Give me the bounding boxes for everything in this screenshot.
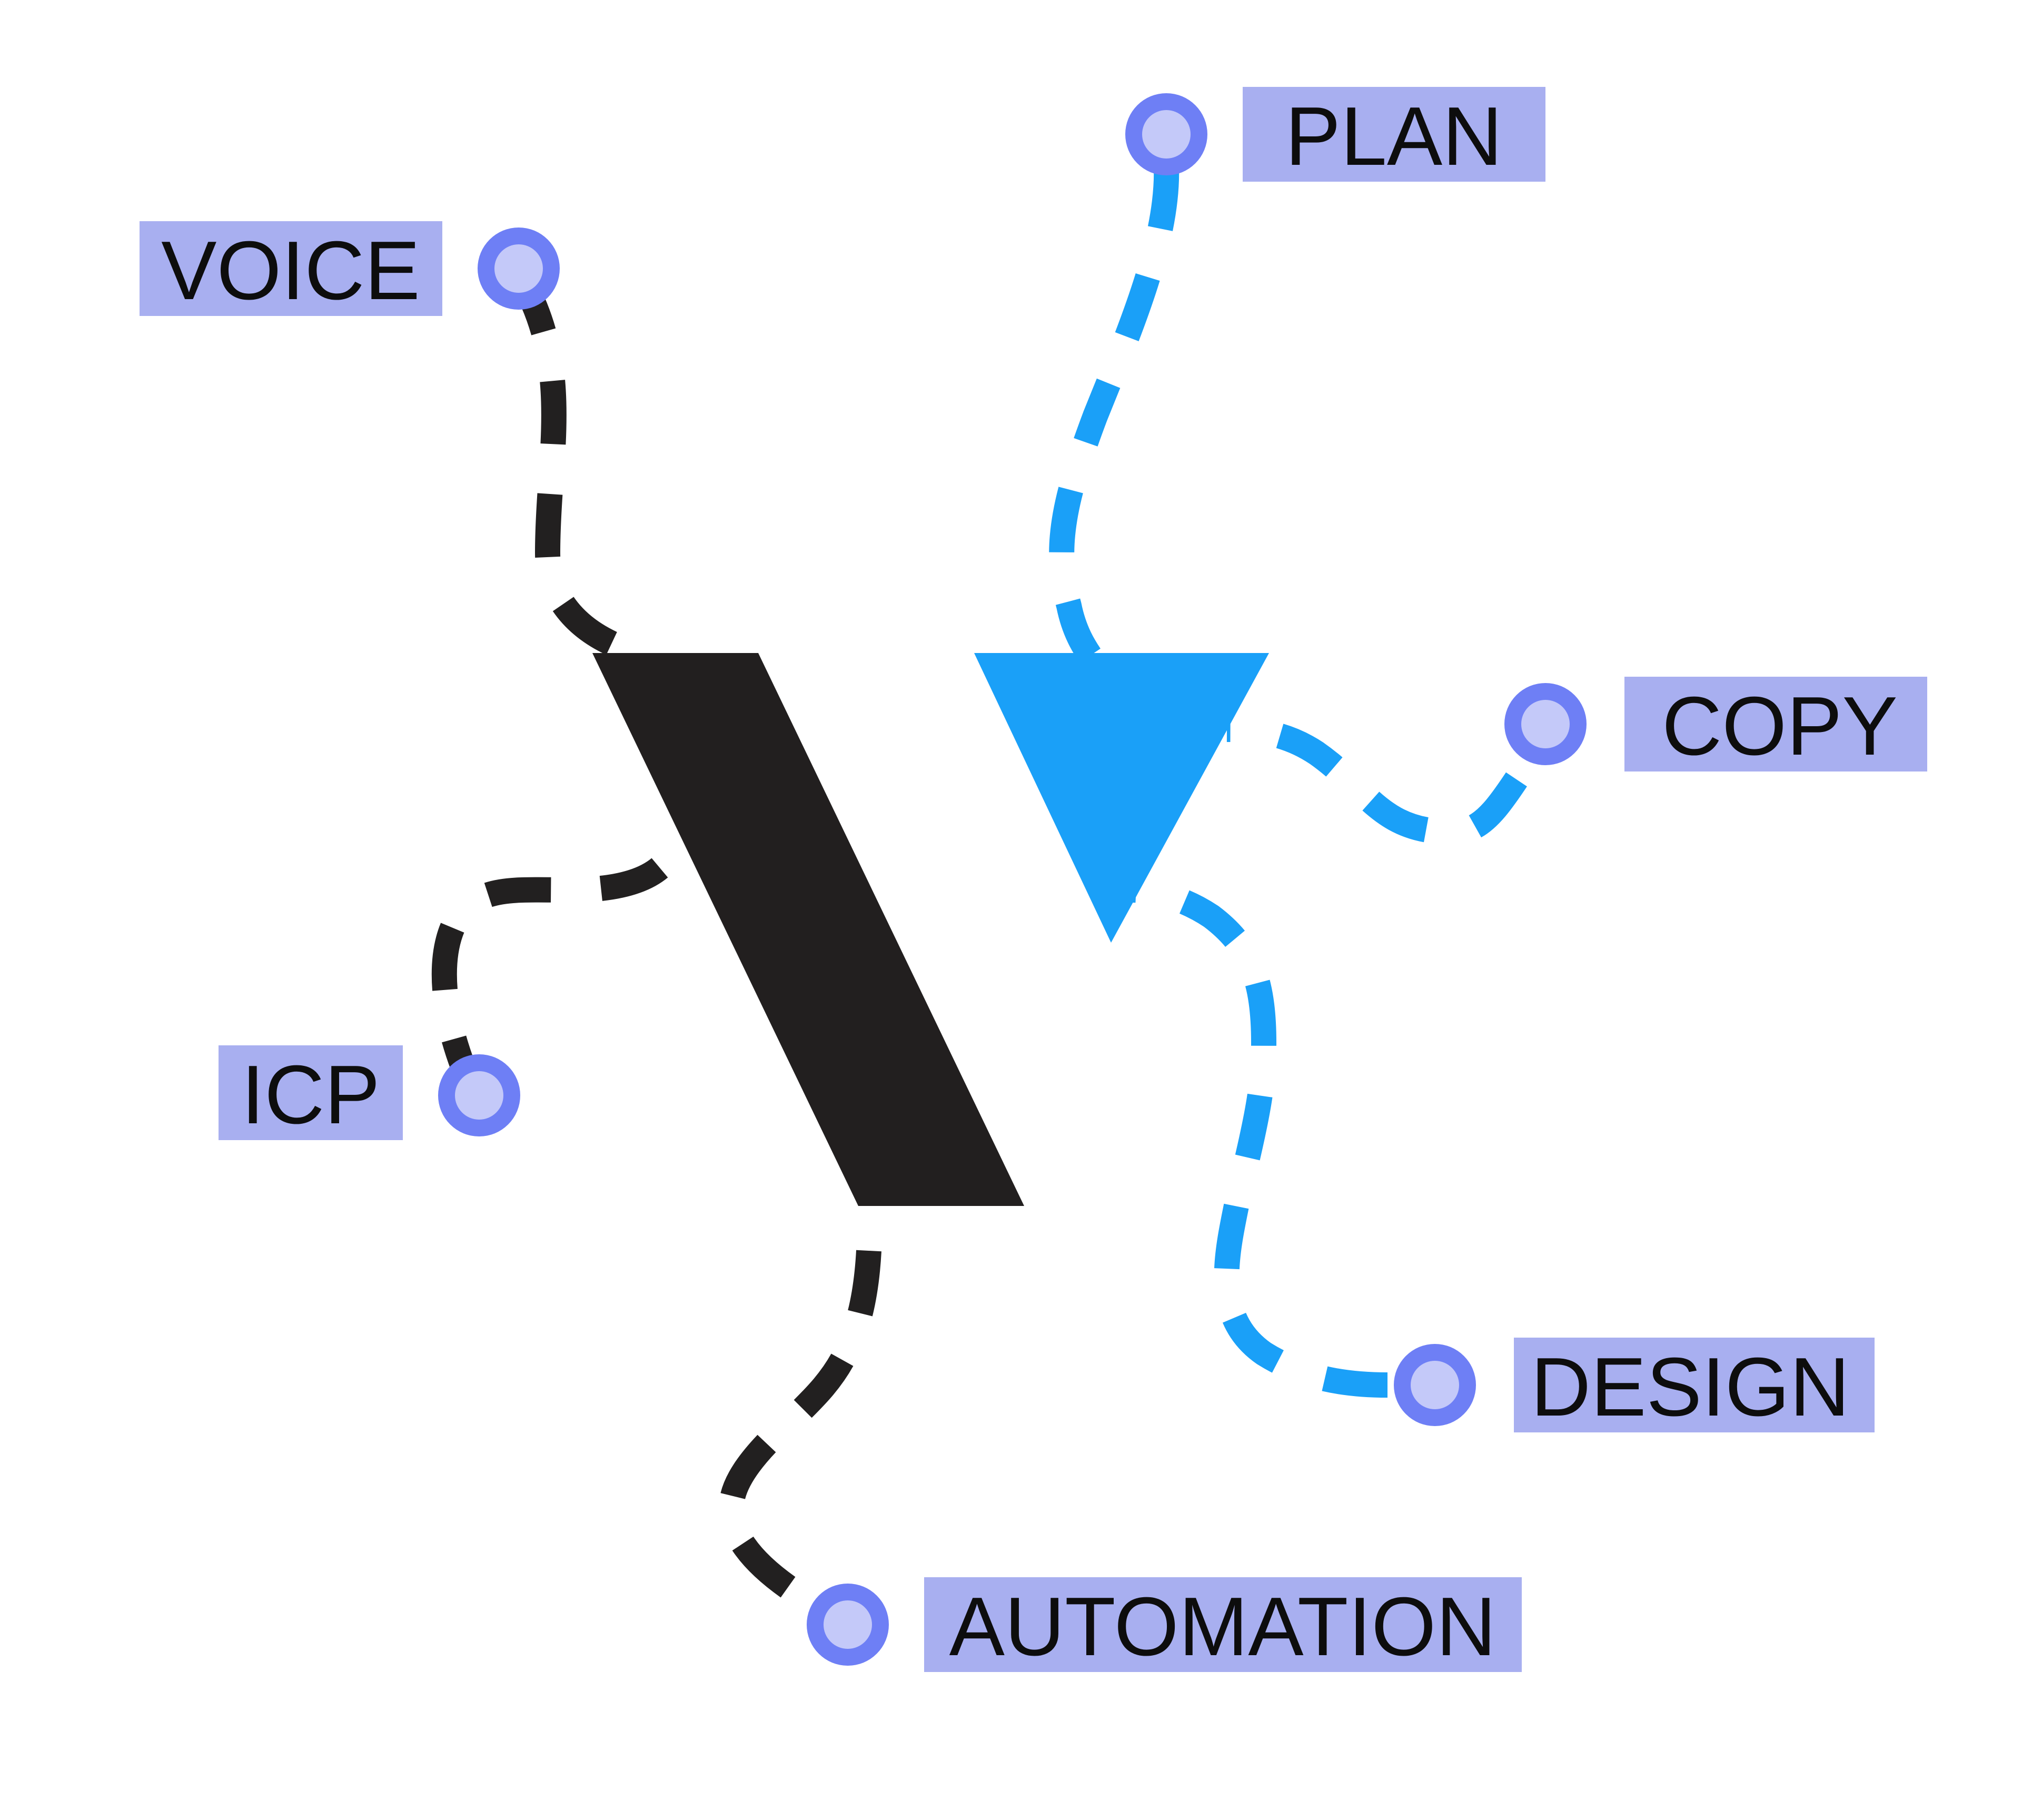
- automation-label: AUTOMATION: [949, 1580, 1496, 1673]
- automation-label-box: [924, 1577, 1522, 1672]
- design-label-box: [1514, 1338, 1875, 1432]
- plan-label-box: [1243, 87, 1545, 182]
- icp-label: ICP: [241, 1049, 380, 1141]
- connector-plan: [1049, 165, 1180, 663]
- connector-design: [1132, 877, 1388, 1398]
- blue-triangle-shape: [974, 653, 1269, 943]
- icp-label-box: [219, 1045, 403, 1140]
- copy-label-box: [1624, 677, 1927, 771]
- copy-label: COPY: [1662, 680, 1898, 773]
- node-automation[interactable]: AUTOMATION: [807, 1577, 1522, 1673]
- plan-node-center: [1142, 110, 1191, 159]
- voice-label-box: [140, 221, 442, 316]
- voice-label: VOICE: [161, 224, 420, 317]
- connector-voice: [508, 267, 651, 668]
- copy-node-center: [1521, 700, 1570, 748]
- connector-automation: [718, 1250, 881, 1631]
- node-plan[interactable]: PLAN: [1125, 87, 1545, 183]
- node-icp[interactable]: ICP: [219, 1045, 520, 1141]
- black-slash-shape: [592, 653, 1024, 1206]
- voice-node-center: [494, 244, 543, 293]
- automation-node-center: [824, 1600, 872, 1649]
- node-copy[interactable]: COPY: [1504, 677, 1927, 773]
- plan-label: PLAN: [1285, 90, 1503, 183]
- connector-copy: [1226, 717, 1527, 845]
- node-voice[interactable]: VOICE: [140, 221, 560, 317]
- design-node-center: [1411, 1361, 1459, 1409]
- connector-icp: [431, 850, 679, 1104]
- node-design[interactable]: DESIGN: [1394, 1338, 1875, 1433]
- icp-node-center: [455, 1071, 503, 1120]
- design-label: DESIGN: [1531, 1341, 1850, 1433]
